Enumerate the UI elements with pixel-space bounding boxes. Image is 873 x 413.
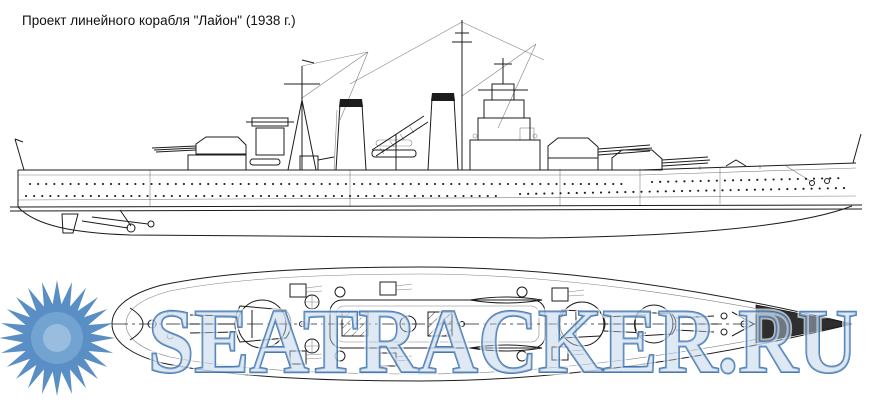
plan-turret-a [634,304,718,344]
main-mast-rigging [349,20,545,170]
watermark-text: SEATRACKER.RU [148,290,858,392]
starburst-inner-ring [31,312,83,364]
drawing-title: Проект линейного корабля "Лайон" (1938 г… [22,13,296,28]
plan-funnel-aft [341,311,369,337]
side-elevation-view [9,20,863,239]
top-plan-view [111,266,853,382]
plan-secondary-turrets [289,281,585,367]
bow-fittings [699,133,862,186]
funnel-aft [333,99,367,171]
plan-aft-mast [299,321,305,327]
starburst-logo [0,280,115,396]
turret-a [611,149,711,171]
plan-turret-b [557,301,650,347]
plan-bow-shaded-deck [755,304,853,344]
plan-boat-starboard [469,344,543,352]
boat-deck [371,115,429,170]
plan-bow [720,304,853,344]
turret-b [547,137,653,171]
plan-main-mast [459,321,465,327]
starburst-core [43,324,71,352]
hull-profile [9,162,863,239]
plan-funnel-fore [427,311,453,337]
watermark: SEATRACKER.RU SEATRACKER.RU [0,280,861,396]
aft-superstructure [246,117,335,171]
plan-directors-aft [304,294,320,354]
watermark-text-outline: SEATRACKER.RU [148,290,858,392]
plan-boat-port [469,296,543,304]
forward-tower [469,58,541,171]
aft-mast [284,51,369,171]
stern-gear [14,138,155,234]
plan-aft-turret [186,299,292,349]
aft-main-turret [151,136,247,171]
plan-superstructure [299,296,546,352]
funnel-fore [427,93,459,171]
